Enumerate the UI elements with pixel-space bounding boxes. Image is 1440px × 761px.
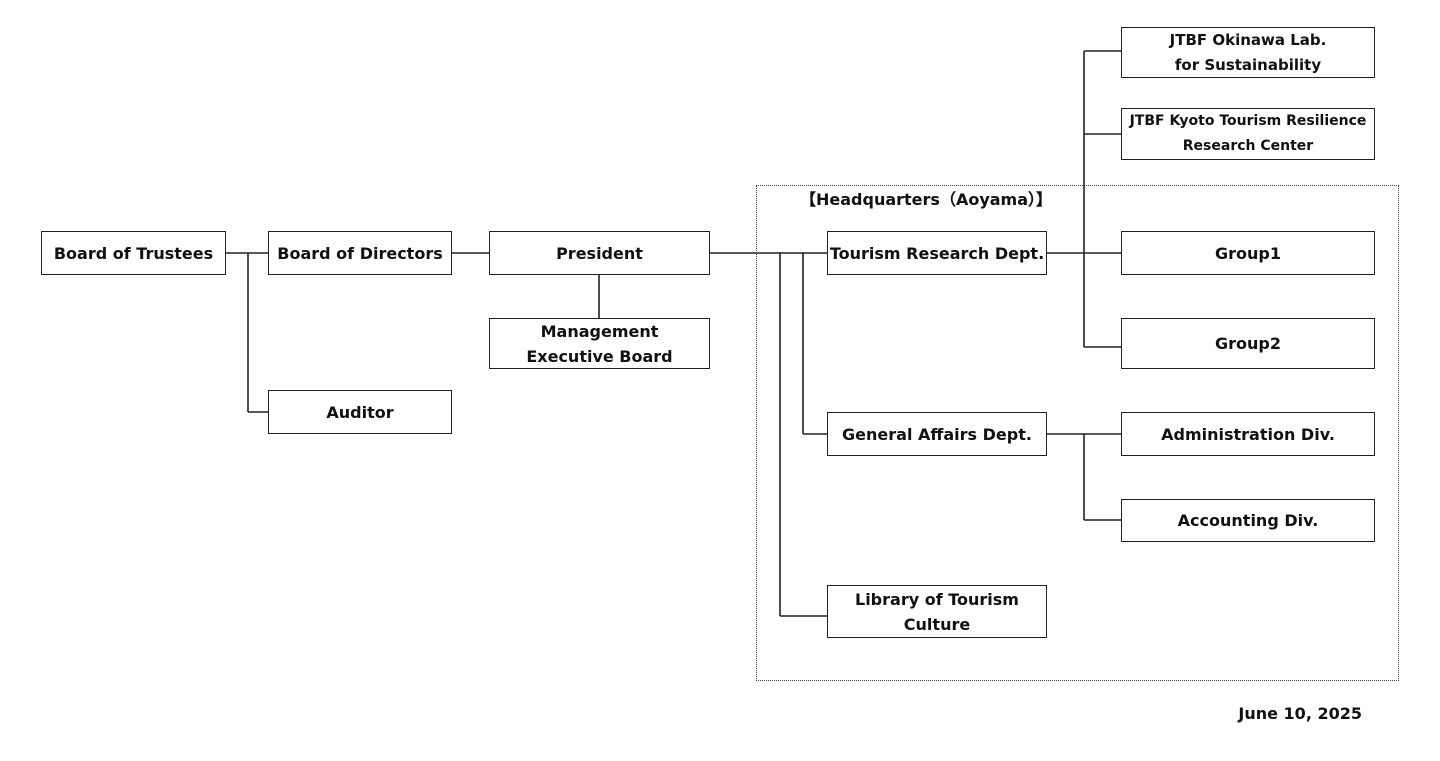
node-label: Board of Trustees (53, 243, 214, 263)
node-label: President (556, 243, 643, 263)
node-label-line-1: Library of Tourism (855, 589, 1019, 609)
node-label-line-2: Executive Board (526, 346, 673, 366)
node-library-of-tourism-culture: Library of Tourism Culture (827, 585, 1047, 638)
node-okinawa-lab: JTBF Okinawa Lab. for Sustainability (1121, 27, 1375, 78)
node-label: Group1 (1215, 243, 1281, 263)
node-group2: Group2 (1121, 318, 1375, 369)
node-management-executive-board: Management Executive Board (489, 318, 710, 369)
node-label-line-2: for Sustainability (1174, 55, 1322, 74)
node-label-line-2: Culture (903, 614, 971, 634)
node-auditor: Auditor (268, 390, 452, 434)
headquarters-label: 【Headquarters（Aoyama）】 (800, 190, 1053, 209)
node-label: Auditor (326, 402, 394, 422)
node-label: Group2 (1215, 334, 1281, 353)
node-label-line-1: JTBF Kyoto Tourism Resilience (1129, 113, 1367, 129)
node-accounting-div: Accounting Div. (1121, 499, 1375, 542)
date-label: June 10, 2025 (1238, 704, 1362, 723)
node-label: Administration Div. (1161, 424, 1335, 444)
node-label: General Affairs Dept. (842, 424, 1032, 444)
node-general-affairs-dept: General Affairs Dept. (827, 412, 1047, 456)
node-board-of-trustees: Board of Trustees (41, 231, 226, 275)
node-kyoto-resilience-center: JTBF Kyoto Tourism Resilience Research C… (1121, 108, 1375, 160)
node-label: Accounting Div. (1177, 511, 1319, 530)
node-label: Board of Directors (277, 243, 443, 263)
node-board-of-directors: Board of Directors (268, 231, 452, 275)
node-label-line-1: JTBF Okinawa Lab. (1169, 30, 1327, 49)
node-tourism-research-dept: Tourism Research Dept. (827, 231, 1047, 275)
node-label-line-1: Management (540, 321, 659, 341)
node-group1: Group1 (1121, 231, 1375, 275)
node-administration-div: Administration Div. (1121, 412, 1375, 456)
node-label-line-2: Research Center (1182, 138, 1314, 154)
node-label: Tourism Research Dept. (829, 243, 1045, 263)
headquarters-frame (756, 185, 1399, 681)
node-president: President (489, 231, 710, 275)
